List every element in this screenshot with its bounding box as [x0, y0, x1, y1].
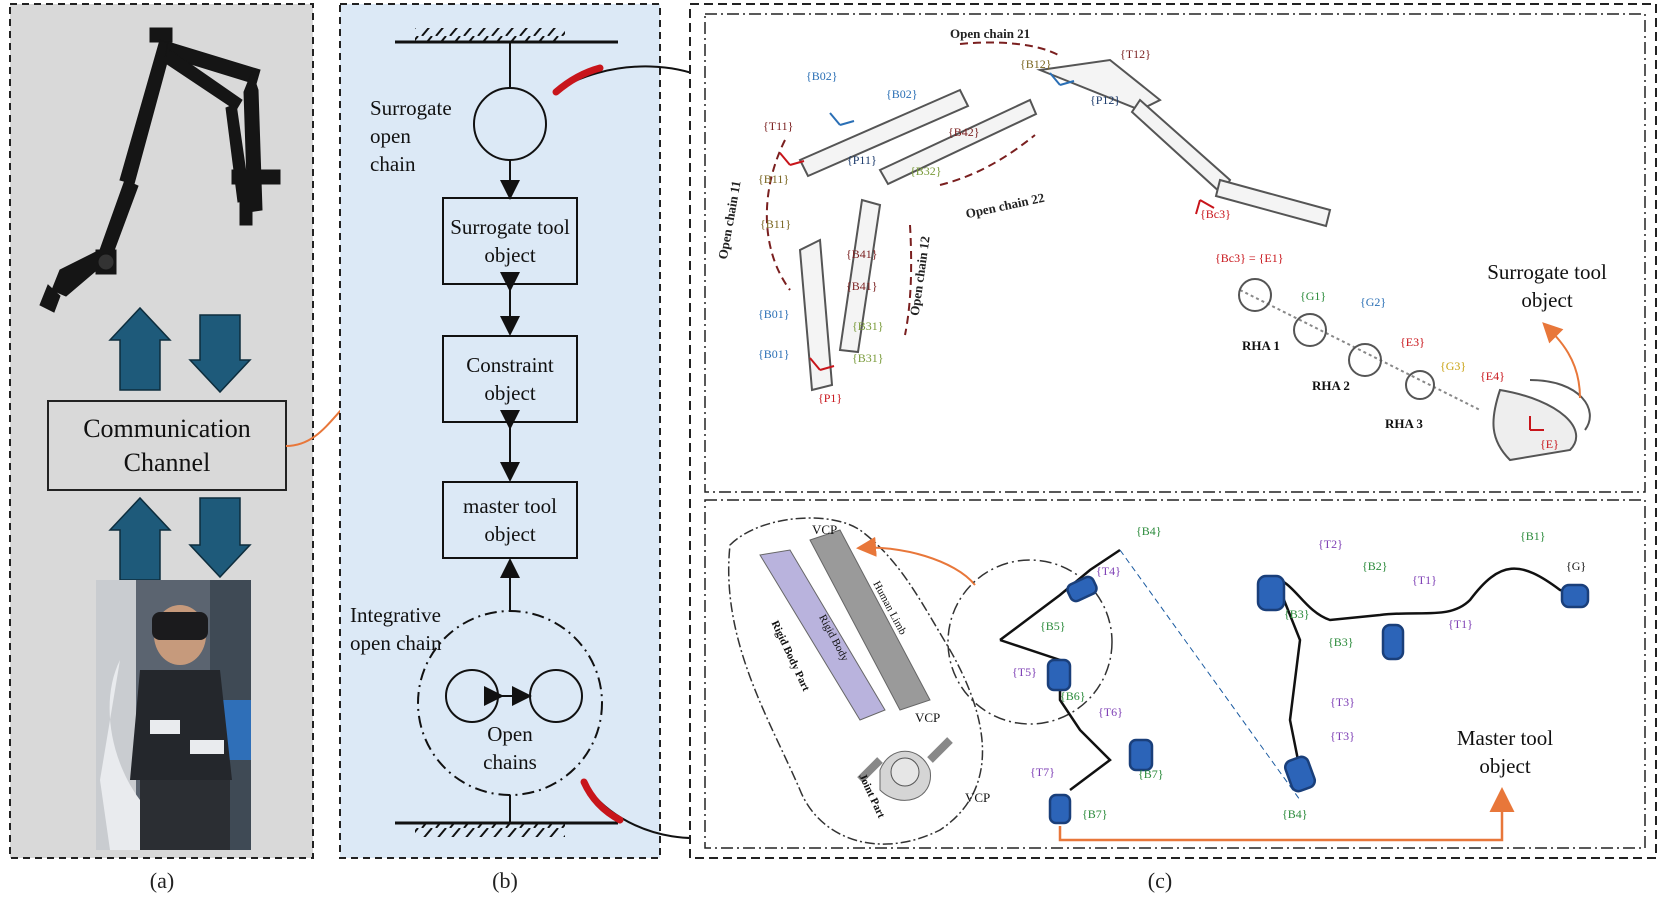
surrogate-tool-object-label-c: Surrogate tool object [1487, 260, 1607, 312]
svg-text:{B3}: {B3} [1284, 607, 1310, 621]
rha-1-label: RHA 1 [1242, 338, 1280, 353]
svg-text:{B31}: {B31} [852, 319, 884, 333]
caption-b: (b) [492, 868, 518, 893]
svg-text:{B4}: {B4} [1136, 524, 1162, 538]
svg-text:{Bc3}: {Bc3} [1200, 207, 1231, 221]
svg-text:{T5}: {T5} [1012, 665, 1037, 679]
svg-text:{B7}: {B7} [1082, 807, 1108, 821]
svg-text:{E}: {E} [1540, 437, 1559, 451]
frame-labels-bottom: {B4} {T4} {B5} {T5} {B6} {T6} {B7} {T7} … [1012, 524, 1586, 821]
rha-3-label: RHA 3 [1385, 416, 1423, 431]
master-tool-object-label-c: Master tool object [1456, 726, 1554, 778]
svg-text:{T2}: {T2} [1318, 537, 1343, 551]
panel-b [339, 3, 661, 859]
svg-text:{G}: {G} [1566, 559, 1586, 573]
svg-text:{B41}: {B41} [846, 247, 878, 261]
svg-text:{T12}: {T12} [1120, 47, 1151, 61]
communication-channel-label: Communication Channel [83, 414, 251, 477]
operator-photo [96, 580, 251, 850]
svg-text:{B4}: {B4} [1282, 807, 1308, 821]
surrogate-kinematic-diagram [765, 41, 1591, 462]
svg-text:{G1}: {G1} [1300, 289, 1326, 303]
svg-text:{P1}: {P1} [818, 391, 842, 405]
limb-zoom-circle [947, 559, 1113, 725]
frame-axes-top [779, 72, 1544, 431]
caption-c: (c) [1147, 868, 1173, 893]
svg-text:{B2}: {B2} [1362, 559, 1388, 573]
svg-text:{B02}: {B02} [806, 69, 838, 83]
svg-text:{T4}: {T4} [1096, 564, 1121, 578]
svg-text:{T11}: {T11} [763, 119, 793, 133]
svg-text:{E4}: {E4} [1480, 369, 1505, 383]
svg-text:{B7}: {B7} [1138, 767, 1164, 781]
svg-text:{G2}: {G2} [1360, 295, 1386, 309]
svg-text:{B6}: {B6} [1060, 689, 1086, 703]
master-kinematic-diagram [999, 548, 1590, 825]
rha-2-label: RHA 2 [1312, 378, 1350, 393]
svg-text:{T6}: {T6} [1098, 705, 1123, 719]
svg-text:{P11}: {P11} [847, 153, 877, 167]
svg-text:{B12}: {B12} [1020, 57, 1052, 71]
svg-text:{G3}: {G3} [1440, 359, 1466, 373]
svg-text:{B01}: {B01} [758, 307, 790, 321]
svg-text:{B11}: {B11} [758, 172, 789, 186]
vcp-label-1: VCP [812, 522, 838, 537]
svg-text:{B41}: {B41} [846, 279, 878, 293]
vcp-label-2: VCP [915, 710, 941, 725]
comm-arrows-bottom [108, 496, 252, 581]
comm-arrows-top [108, 306, 252, 394]
vcp-inset [728, 517, 984, 845]
surrogate-robot-image [39, 27, 281, 313]
panel-a [9, 3, 442, 859]
svg-text:{E3}: {E3} [1400, 335, 1425, 349]
open-chain-21-label: Open chain 21 [950, 26, 1031, 41]
communication-channel-box [47, 400, 287, 491]
svg-text:{B3}: {B3} [1328, 635, 1354, 649]
svg-text:{T3}: {T3} [1330, 729, 1355, 743]
svg-text:{B11}: {B11} [760, 217, 791, 231]
caption-a: (a) [149, 868, 175, 893]
svg-text:{B5}: {B5} [1040, 619, 1066, 633]
panel-c: {T12} {B12} {P12} {B02} {B02} {B42} {B32… [689, 3, 1657, 859]
svg-text:{B31}: {B31} [852, 351, 884, 365]
svg-text:{Bc3} = {E1}: {Bc3} = {E1} [1215, 251, 1283, 265]
surrogate-open-chain-label: Surrogate open chain [370, 96, 452, 176]
master-tool-object-text: master tool object [463, 494, 557, 546]
frame-labels-top: {T12} {B12} {P12} {B02} {B02} {B42} {B32… [758, 47, 1559, 451]
svg-text:{T1}: {T1} [1412, 573, 1437, 587]
svg-text:{B01}: {B01} [758, 347, 790, 361]
svg-text:{B1}: {B1} [1520, 529, 1546, 543]
svg-text:{T1}: {T1} [1448, 617, 1473, 631]
surrogate-tool-object-text: Surrogate tool object [450, 215, 570, 267]
constraint-object-text: Constraint object [466, 353, 554, 405]
svg-text:{T3}: {T3} [1330, 695, 1355, 709]
svg-text:{B02}: {B02} [886, 87, 918, 101]
svg-text:{P12}: {P12} [1090, 93, 1120, 107]
svg-text:{T7}: {T7} [1030, 765, 1055, 779]
svg-text:{B32}: {B32} [910, 164, 942, 178]
open-chains-label: Open chains [483, 722, 537, 774]
vcp-label-3: VCP [965, 790, 991, 805]
integrative-open-chain-label: Integrative open chain [350, 603, 442, 655]
svg-text:{B42}: {B42} [948, 125, 980, 139]
